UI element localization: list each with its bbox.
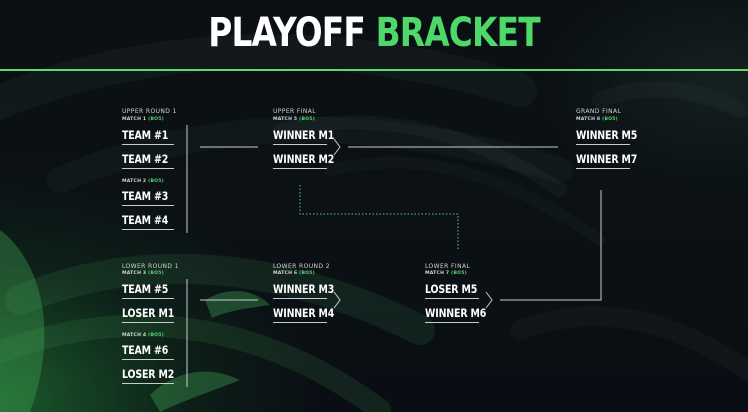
bracket-slot[interactable]: WINNER M3 [273,281,334,299]
team-name: WINNER M2 [273,152,335,166]
bracket-slot[interactable]: WINNER M6 [425,305,486,323]
bracket-slot[interactable]: WINNER M4 [273,305,334,323]
best-of-label: (BO5) [299,271,315,276]
team-name: WINNER M4 [273,306,335,320]
round-label-lower-round-1: LOWER ROUND 1 [122,263,179,270]
bracket-slot[interactable]: WINNER M2 [273,151,334,169]
match-label-1: MATCH 1 (BO5) [122,117,164,122]
team-name: LOSER M5 [425,282,478,296]
best-of-label: (BO5) [602,117,618,122]
match-label-2: MATCH 2 (BO5) [122,179,164,184]
team-name: WINNER M7 [576,152,638,166]
match-number: MATCH 5 [273,117,298,122]
team-name: TEAM #2 [122,152,169,166]
match-number: MATCH 3 [122,271,147,276]
best-of-label: (BO5) [148,179,164,184]
match-label-7: MATCH 7 (BO5) [425,271,467,276]
best-of-label: (BO5) [148,271,164,276]
bracket-slot[interactable]: LOSER M1 [122,305,174,323]
match-number: MATCH 8 [576,117,601,122]
match-label-4: MATCH 4 (BO5) [122,333,164,338]
team-name: LOSER M2 [122,367,175,381]
bracket-slot[interactable]: TEAM #2 [122,151,174,169]
match-number: MATCH 7 [425,271,450,276]
match-label-8: MATCH 8 (BO5) [576,117,618,122]
match-number: MATCH 4 [122,333,147,338]
team-name: TEAM #3 [122,189,169,203]
match-number: MATCH 1 [122,117,147,122]
header-divider [0,69,748,71]
best-of-label: (BO5) [148,117,164,122]
best-of-label: (BO5) [148,333,164,338]
page-title: PLAYOFF BRACKET [67,8,680,58]
match-label-5: MATCH 5 (BO5) [273,117,315,122]
bracket-slot[interactable]: LOSER M2 [122,366,174,384]
team-name: WINNER M3 [273,282,335,296]
team-name: TEAM #4 [122,213,169,227]
bracket-slot[interactable]: WINNER M7 [576,151,637,169]
round-label-grand-final: GRAND FINAL [576,108,622,115]
round-label-lower-final: LOWER FINAL [425,263,471,270]
title-part-bracket: BRACKET [375,10,541,56]
team-name: WINNER M6 [425,306,487,320]
bracket-slot[interactable]: TEAM #3 [122,188,174,206]
bracket-slot[interactable]: TEAM #6 [122,342,174,360]
bracket-slot[interactable]: LOSER M5 [425,281,479,299]
title-part-playoff: PLAYOFF [208,10,366,56]
bracket-slot[interactable]: WINNER M1 [273,127,334,145]
team-name: WINNER M5 [576,128,638,142]
bracket-slot[interactable]: WINNER M5 [576,127,637,145]
best-of-label: (BO5) [299,117,315,122]
team-name: TEAM #5 [122,282,169,296]
match-number: MATCH 6 [273,271,298,276]
round-label-upper-round-1: UPPER ROUND 1 [122,108,177,115]
match-number: MATCH 2 [122,179,147,184]
bracket-slot[interactable]: TEAM #1 [122,127,174,145]
round-label-lower-round-2: LOWER ROUND 2 [273,263,330,270]
best-of-label: (BO5) [451,271,467,276]
team-name: WINNER M1 [273,128,335,142]
match-label-3: MATCH 3 (BO5) [122,271,164,276]
match-label-6: MATCH 6 (BO5) [273,271,315,276]
team-name: TEAM #1 [122,128,169,142]
bracket-slot[interactable]: TEAM #5 [122,281,174,299]
team-name: TEAM #6 [122,343,169,357]
team-name: LOSER M1 [122,306,175,320]
round-label-upper-final: UPPER FINAL [273,108,317,115]
bracket-slot[interactable]: TEAM #4 [122,212,174,230]
